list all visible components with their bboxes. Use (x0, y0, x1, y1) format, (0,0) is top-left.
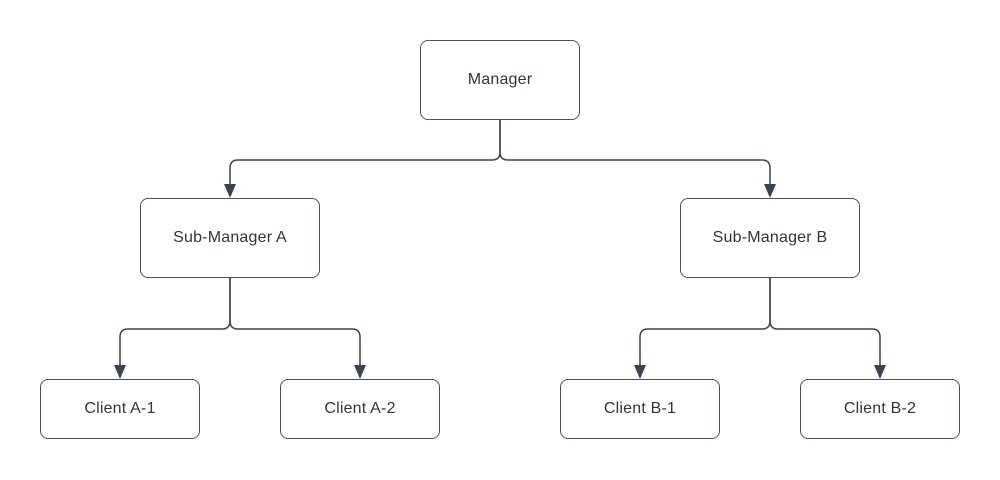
connector-manager-sub-a (229, 120, 501, 184)
node-client-a1-label: Client A-1 (84, 400, 156, 417)
node-client-b2: Client B-2 (800, 379, 960, 439)
connector-sub-b-client-b2 (769, 278, 881, 365)
arrowhead-sub-b (764, 184, 776, 198)
node-client-a2: Client A-2 (280, 379, 440, 439)
node-sub-manager-a-label: Sub-Manager A (173, 229, 287, 246)
connector-sub-b-client-b1 (639, 278, 771, 365)
arrowhead-client-a1 (114, 365, 126, 379)
node-client-b1: Client B-1 (560, 379, 720, 439)
node-manager-label: Manager (467, 71, 533, 88)
node-manager: Manager (420, 40, 580, 120)
connector-sub-a-client-a2 (229, 278, 361, 365)
node-client-b2-label: Client B-2 (843, 400, 917, 417)
arrowhead-client-a2 (354, 365, 366, 379)
connector-manager-sub-b (499, 120, 771, 184)
node-client-b1-label: Client B-1 (603, 400, 677, 417)
node-client-a2-label: Client A-2 (324, 400, 396, 417)
node-sub-manager-b-label: Sub-Manager B (712, 229, 828, 246)
node-sub-manager-b: Sub-Manager B (680, 198, 860, 278)
node-sub-manager-a: Sub-Manager A (140, 198, 320, 278)
node-client-a1: Client A-1 (40, 379, 200, 439)
connector-sub-a-client-a1 (119, 278, 231, 365)
arrowhead-client-b1 (634, 365, 646, 379)
arrowhead-client-b2 (874, 365, 886, 379)
arrowhead-sub-a (224, 184, 236, 198)
